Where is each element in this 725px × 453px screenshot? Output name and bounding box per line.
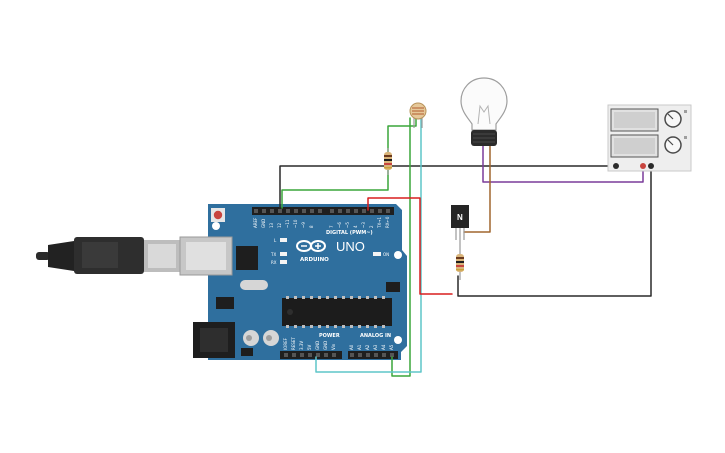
pin-label-a1: A1 [357,344,362,350]
resistor-base[interactable] [456,240,464,280]
analog-in-label: ANALOG IN [360,333,391,339]
crystal-oscillator [240,280,268,290]
pin-label-4: 4 [353,225,358,228]
pin-label-vin: Vin [331,343,336,350]
wire-green-top[interactable] [281,117,417,209]
pin-label-13: 13 [269,222,274,228]
npn-transistor[interactable]: N [451,205,469,240]
tx-label: TX [270,252,276,257]
supply-terminal-negative[interactable] [613,163,619,169]
wire-brown-collector[interactable] [463,145,491,233]
on-led-label: ON [383,252,389,257]
pin-label-a3: A3 [373,344,378,350]
pin-label-3v3: 3.3V [299,341,304,350]
analog-header[interactable] [348,351,398,359]
digital-header[interactable] [252,207,394,215]
pin-label-reset: RESET [291,337,296,350]
l-led-label: L [274,238,277,243]
pin-label-5: ~5 [345,222,350,228]
mounting-hole [212,222,220,230]
photoresistor[interactable] [409,102,427,128]
rx-label: RX [271,260,277,265]
tx-led [280,252,287,256]
pin-label-6: ~6 [337,222,342,228]
pin-label-a5: A5 [389,344,394,350]
l-led [280,238,287,242]
supply-terminal-ground[interactable] [648,163,654,169]
usb-interface-chip [236,246,258,270]
wire-gnd-black[interactable] [279,165,617,209]
pin-label-2: 2 [369,225,374,228]
pin-label-a2: A2 [365,344,370,350]
rx-led [280,260,287,264]
pin-label-a0: A0 [349,344,354,350]
pin-label-ioref: IOREF [283,337,288,350]
wire-purple-bulb[interactable] [482,145,644,183]
pin-label-12: 12 [277,222,282,228]
light-bulb[interactable] [460,77,508,146]
pin-label-10: ~10 [293,219,298,228]
board-model-label: UNO [336,239,365,254]
wire-red-signal[interactable] [367,197,453,295]
transistor-label: N [457,213,463,222]
voltage-regulator [216,297,234,309]
pin-label-3: ~3 [361,222,366,228]
supply-terminal-positive[interactable] [640,163,646,169]
resistor-pulldown[interactable] [384,148,392,175]
pin-label-0: RX←0 [385,216,390,228]
icsp-header [386,282,400,292]
mounting-hole [394,251,402,259]
power-label: POWER [319,333,340,339]
digital-header-label: DIGITAL (PWM~) [326,230,373,236]
pin-label-a4: A4 [381,344,386,350]
pin-label-1: TX→1 [377,216,382,229]
on-led [373,252,381,256]
power-supply[interactable] [607,104,692,172]
wire-black-emitter[interactable] [457,165,652,297]
arduino-uno-board[interactable]: AREF GND 13 12 ~11 ~10 ~9 8 7 ~6 ~5 4 ~3… [179,204,407,360]
pin-label-8: 8 [309,225,314,228]
pin-label-11: ~11 [285,219,290,228]
pin-label-gnd-2: GND [323,341,328,350]
pin-label-9: ~9 [301,222,306,228]
wire-green-analog[interactable] [391,117,411,377]
arduino-logo-icon [296,240,326,252]
atmega-microcontroller [282,298,392,326]
mounting-hole [394,336,402,344]
pin-label-aref: AREF [253,217,258,228]
pin-label-7: 7 [329,225,334,228]
pin-label-gnd: GND [261,219,266,228]
pin-label-gnd-1: GND [315,341,320,350]
board-brand-label: ARDUINO [300,257,329,263]
usb-cable[interactable] [36,237,180,274]
pin-label-5v: 5V [307,344,312,350]
wire-cyan-5v[interactable] [315,117,422,373]
